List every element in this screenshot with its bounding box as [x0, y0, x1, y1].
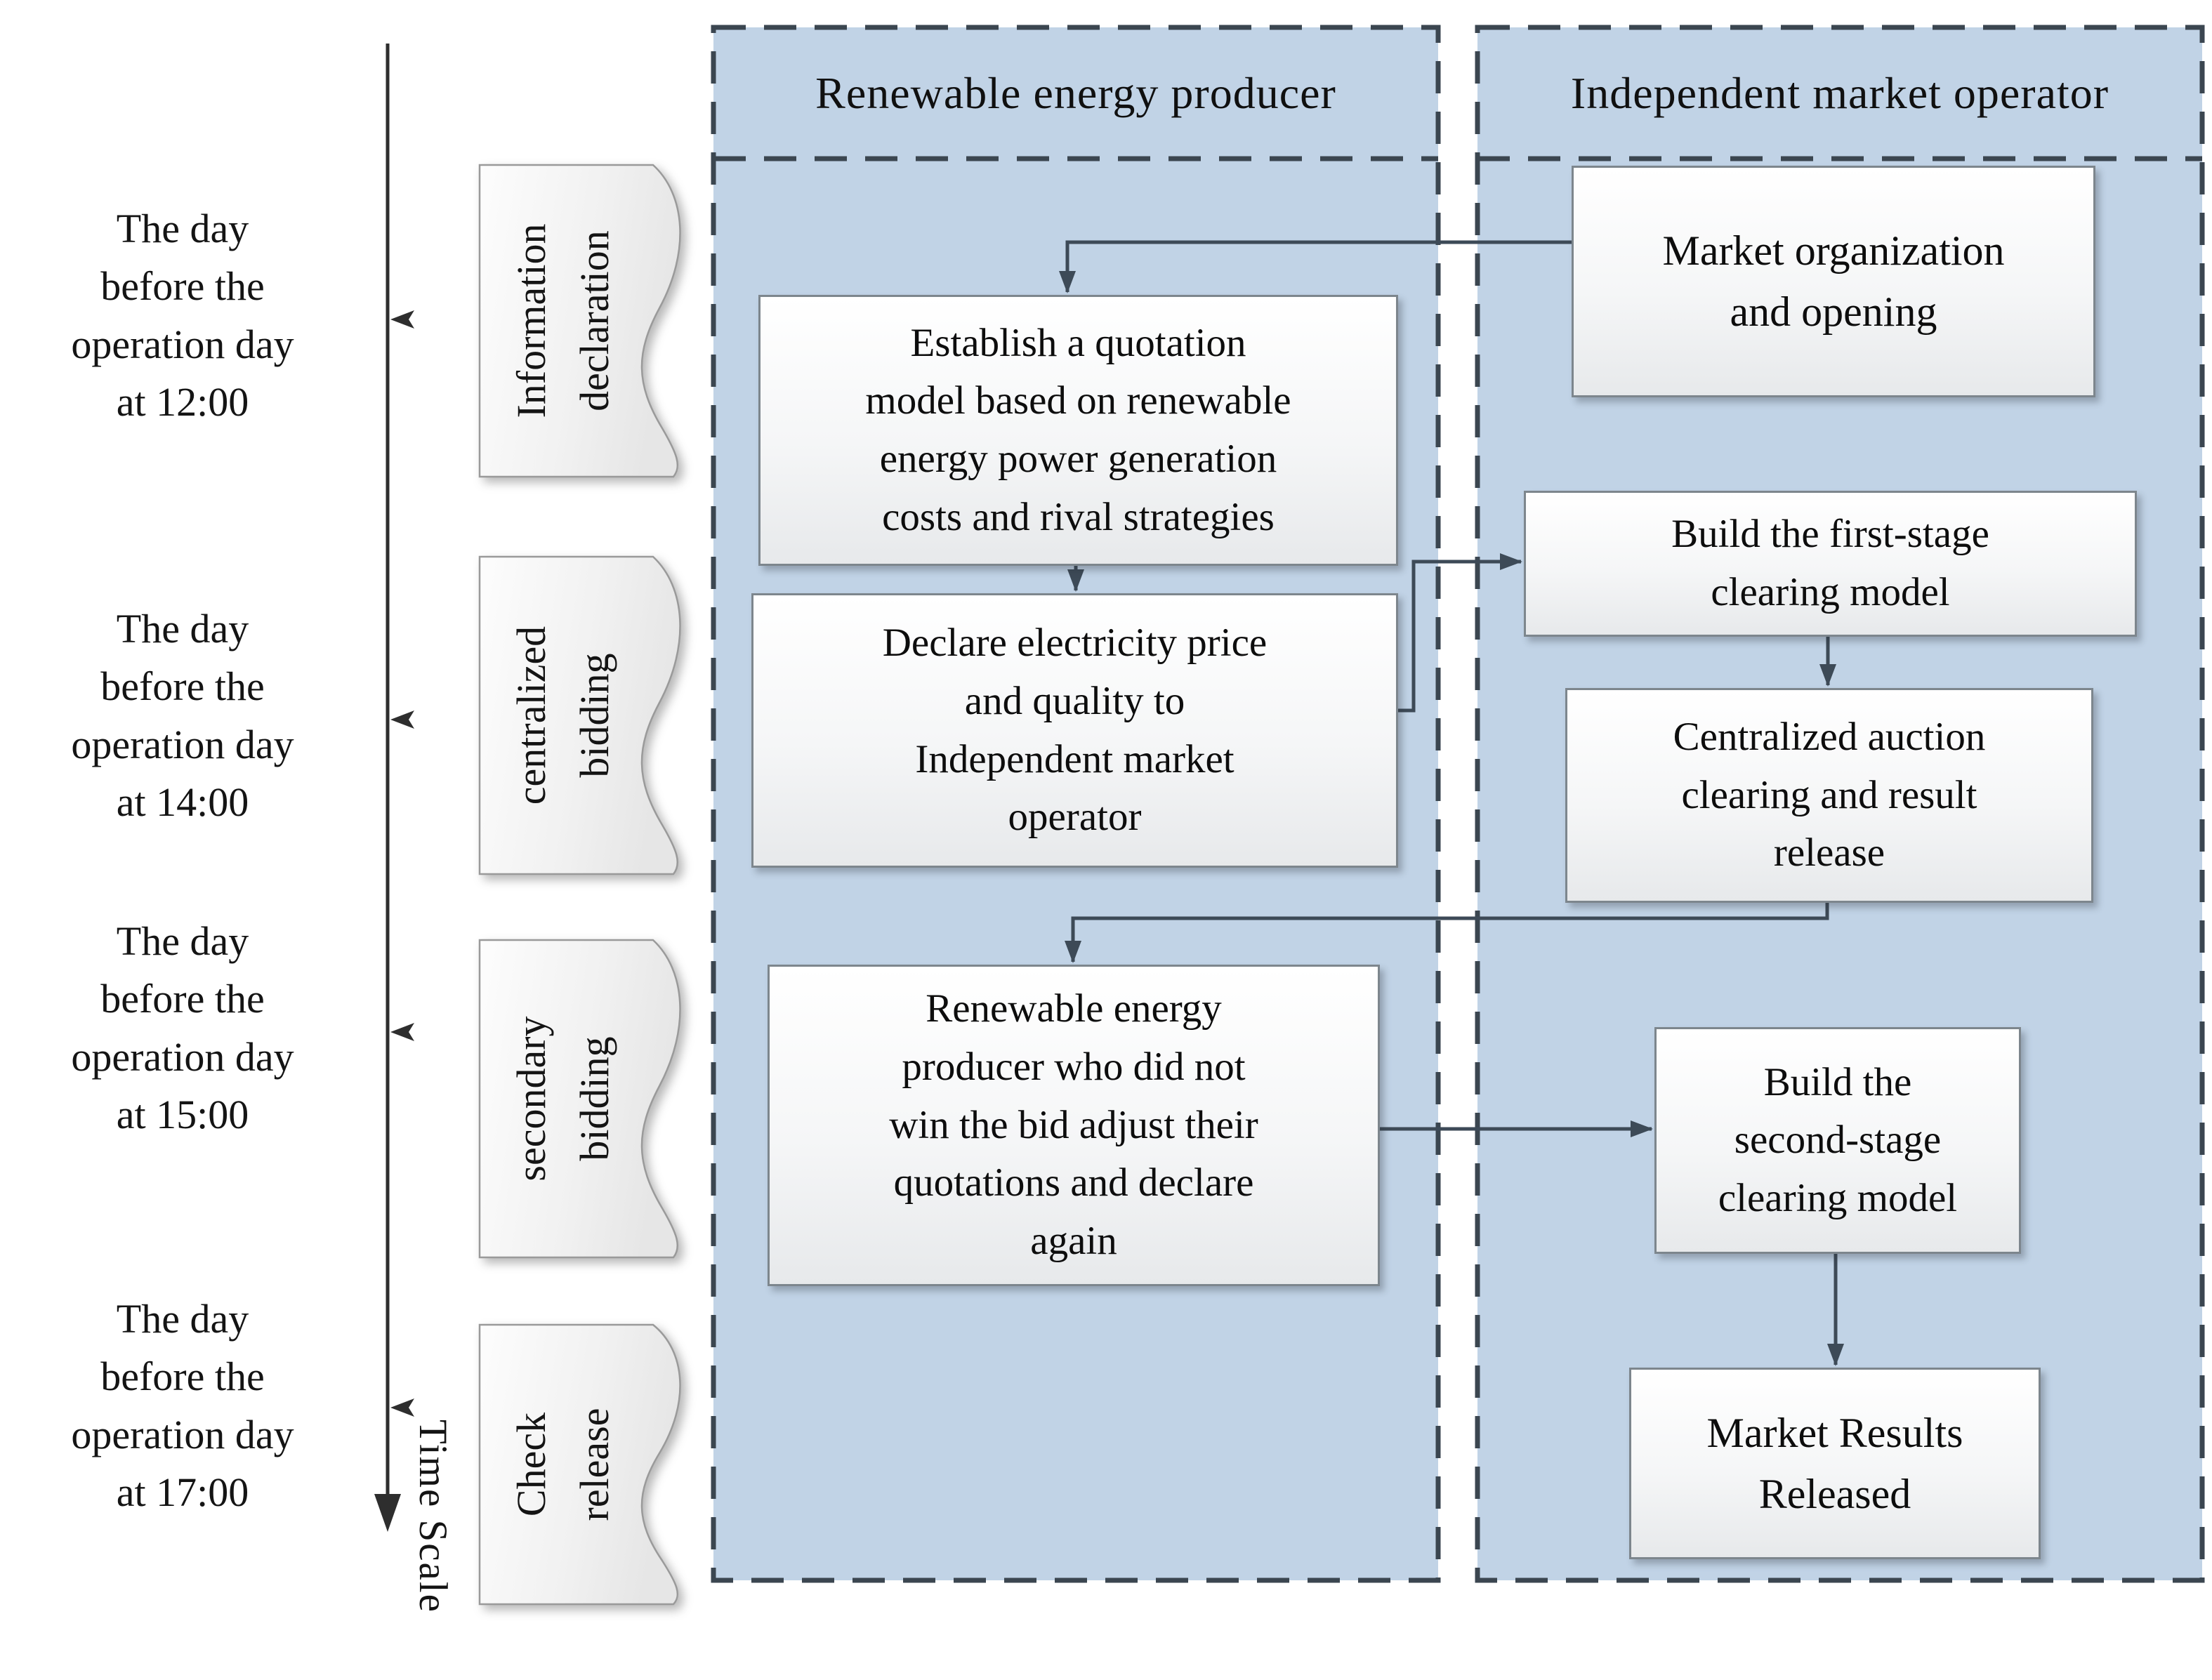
step-text: Renewable energy producer who did not wi… [889, 986, 1258, 1263]
step-market-organization: Market organization and opening [1572, 166, 2095, 397]
flag-shape [478, 939, 681, 1259]
lane-title: Renewable energy producer [815, 67, 1336, 118]
phase-flag-information-declaration: Information declaration [478, 163, 702, 479]
connector-declare-to-first-stage [1395, 553, 1522, 713]
step-text: Centralized auction clearing and result … [1673, 715, 1986, 875]
step-text: Market Results Released [1706, 1409, 1963, 1517]
step-text: Declare electricity price and quality to… [882, 621, 1268, 840]
step-build-second-stage-model: Build the second-stage clearing model [1654, 1027, 2021, 1254]
phase-flag-label: Check release [508, 1408, 617, 1521]
connector-auction-to-rebid [1065, 899, 1829, 963]
step-text: Establish a quotation model based on ren… [865, 320, 1291, 539]
phase-flag-label: Information declaration [508, 223, 617, 418]
timeline-tick-arrow-icon [390, 1023, 414, 1041]
flag-shape [478, 164, 681, 478]
time-label-1500: The day before the operation day at 15:0… [71, 918, 294, 1138]
flag-shape [478, 555, 681, 875]
timeline-tick-arrow-icon [390, 310, 414, 329]
step-centralized-auction-clearing: Centralized auction clearing and result … [1565, 688, 2093, 903]
lane-header-renewable-producer: Renewable energy producer [713, 27, 1438, 159]
time-label-1200: The day before the operation day at 12:0… [71, 206, 294, 425]
timeline-tick-arrow-icon [390, 710, 414, 729]
step-text: Build the second-stage clearing model [1718, 1059, 1958, 1220]
time-label-1700: The day before the operation day at 17:0… [71, 1296, 294, 1516]
timeline-tick-arrow-icon [390, 1398, 414, 1417]
step-build-first-stage-model: Build the first-stage clearing model [1524, 491, 2137, 637]
time-label-1400: The day before the operation day at 14:0… [71, 606, 294, 826]
phase-flag-label: centralized bidding [508, 626, 617, 805]
time-scale-caption: Time Scale [411, 1420, 455, 1613]
lane-title: Independent market operator [1570, 67, 2109, 118]
step-text: Market organization and opening [1662, 227, 2005, 335]
phase-flag-check-release: Check release [478, 1323, 702, 1606]
step-establish-quotation-model: Establish a quotation model based on ren… [758, 295, 1398, 566]
phase-flag-centralized-bidding: centralized bidding [478, 555, 702, 876]
phase-flag-secondary-bidding: secondary bidding [478, 938, 702, 1259]
connector-market-org-to-establish [1059, 240, 1572, 293]
flag-shape [478, 1323, 681, 1606]
phase-flag-label: secondary bidding [508, 1016, 617, 1182]
timeline-arrowhead-down-icon [374, 1494, 401, 1532]
step-rebid-adjust-quotations: Renewable energy producer who did not wi… [768, 965, 1380, 1286]
step-declare-price-quality: Declare electricity price and quality to… [751, 593, 1398, 868]
lane-header-market-operator: Independent market operator [1477, 27, 2202, 159]
step-text: Build the first-stage clearing model [1671, 512, 1989, 614]
step-market-results-released: Market Results Released [1629, 1368, 2041, 1559]
